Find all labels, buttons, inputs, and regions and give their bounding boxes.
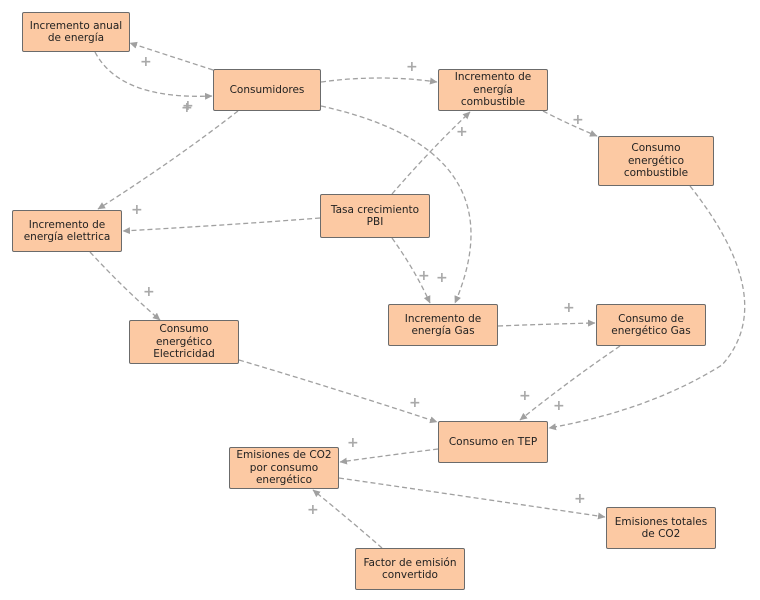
link-sign-consumidores-to-inc_elec: +: [182, 98, 194, 114]
link-cons_elec-to-cons_tep: [238, 359, 438, 424]
link-sign-tasa_pbi-to-inc_comb: +: [456, 124, 468, 140]
node-inc-anual[interactable]: Incremento anual de energía: [22, 12, 130, 52]
link-sign-tasa_pbi-to-inc_gas: +: [418, 268, 430, 284]
node-cons-elec[interactable]: Consumo energético Electricidad: [129, 320, 239, 364]
link-sign-emis_cons-to-emis_tot: +: [574, 491, 586, 507]
link-inc_gas-to-cons_gas: [497, 319, 596, 327]
link-sign-factor-to-emis_cons: +: [307, 502, 319, 518]
link-inc_comb-to-cons_comb: [542, 110, 598, 137]
link-sign-consumidores-to-inc_anual: +: [140, 54, 152, 70]
link-factor-to-emis_cons: [312, 489, 383, 549]
link-cons_tep-to-emis_cons: [339, 448, 439, 465]
link-inc_elec-to-cons_elec: [89, 251, 161, 321]
link-consumidores-to-inc_comb: [320, 77, 438, 85]
link-cons_gas-to-cons_tep: [519, 345, 621, 421]
node-emis-cons[interactable]: Emisiones de CO2 por consumo energético: [229, 447, 339, 489]
node-inc-gas[interactable]: Incremento de energía Gas: [388, 304, 498, 346]
node-cons-comb[interactable]: Consumo energético combustible: [598, 136, 714, 186]
node-inc-elec[interactable]: Incremento de energía elettrica: [12, 210, 122, 252]
links-layer: [89, 41, 746, 549]
node-cons-gas[interactable]: Consumo de energético Gas: [596, 304, 706, 346]
link-sign-inc_comb-to-cons_comb: +: [572, 112, 584, 128]
node-inc-comb[interactable]: Incremento de energía combustible: [438, 69, 548, 111]
node-emis-tot[interactable]: Emisiones totales de CO2: [606, 507, 716, 549]
link-sign-tasa_pbi-to-inc_elec: +: [131, 202, 143, 218]
link-tasa_pbi-to-inc_gas: [391, 237, 431, 304]
link-inc_anual-to-consumidores: [94, 51, 213, 100]
link-sign-inc_elec-to-cons_elec: +: [143, 284, 155, 300]
link-emis_cons-to-emis_tot: [338, 477, 606, 520]
link-sign-cons_comb-to-cons_tep: +: [553, 398, 565, 414]
link-sign-consumidores-to-inc_gas: +: [436, 270, 448, 286]
link-tasa_pbi-to-inc_elec: [122, 217, 321, 235]
link-sign-cons_tep-to-emis_cons: +: [347, 435, 359, 451]
link-sign-cons_elec-to-cons_tep: +: [409, 395, 421, 411]
link-tasa_pbi-to-inc_comb: [391, 111, 471, 195]
node-consumidores[interactable]: Consumidores: [213, 69, 321, 111]
link-consumidores-to-inc_gas: [320, 105, 472, 304]
link-consumidores-to-inc_elec: [97, 110, 239, 210]
link-cons_comb-to-cons_tep: [548, 185, 746, 431]
node-factor[interactable]: Factor de emisión convertido: [355, 548, 465, 590]
link-sign-inc_gas-to-cons_gas: +: [563, 300, 575, 316]
link-consumidores-to-inc_anual: [129, 41, 214, 71]
link-sign-inc_anual-to-consumidores: +: [181, 100, 193, 116]
node-tasa-pbi[interactable]: Tasa crecimiento PBI: [320, 194, 430, 238]
link-sign-cons_gas-to-cons_tep: +: [519, 388, 531, 404]
link-sign-consumidores-to-inc_comb: +: [406, 59, 418, 75]
node-cons-tep[interactable]: Consumo en TEP: [438, 421, 548, 463]
